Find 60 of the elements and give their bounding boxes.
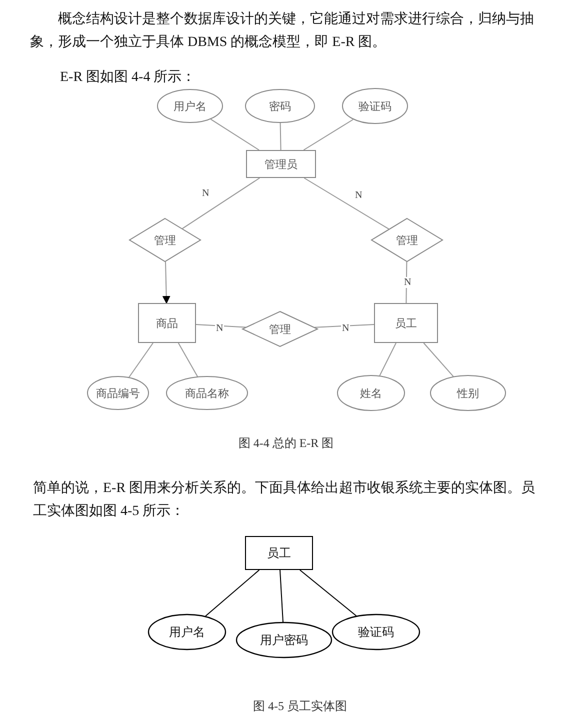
entity-box xyxy=(374,303,438,343)
relationship-diamond xyxy=(242,311,318,347)
relationship-name: 管理 xyxy=(269,322,291,336)
connector-line xyxy=(299,570,357,616)
attribute-name: 密码 xyxy=(269,100,291,114)
connector-line xyxy=(304,178,390,230)
entity-name: 员工 xyxy=(395,316,417,330)
attribute-ellipse xyxy=(148,614,226,650)
attribute-ellipse xyxy=(245,89,315,123)
entity-box xyxy=(246,150,316,178)
edge-label: N xyxy=(354,190,364,201)
connector-line xyxy=(280,570,284,622)
attribute-ellipse xyxy=(430,375,506,411)
arrow xyxy=(162,261,170,304)
attribute-name: 姓名 xyxy=(360,386,382,400)
attribute-ellipse xyxy=(157,89,223,123)
connector-line xyxy=(303,119,354,150)
entity-name: 管理员 xyxy=(264,158,298,172)
connector-line xyxy=(178,342,198,377)
connector-line xyxy=(280,122,282,150)
connector-line xyxy=(210,118,260,150)
entity-box xyxy=(245,536,313,570)
connector-line xyxy=(379,342,396,376)
connector-line xyxy=(182,178,260,230)
attribute-name: 验证码 xyxy=(358,624,394,640)
figure-caption: 图 4-4 总的 E-R 图 xyxy=(238,435,334,452)
relationship-name: 管理 xyxy=(396,234,418,248)
attribute-name: 用户名 xyxy=(169,624,205,640)
attribute-ellipse xyxy=(87,376,149,410)
attribute-name: 商品名称 xyxy=(185,386,229,400)
entity-box xyxy=(138,303,196,343)
edge-label: N xyxy=(201,188,210,199)
attribute-name: 用户密码 xyxy=(260,632,308,648)
paragraph: 概念结构设计是整个数据库设计的关键，它能通过对需求进行综合，归纳与抽象，形成一个独立于具体 DBMS 的概念模型，即 E-R 图。 xyxy=(30,10,535,52)
connector-line xyxy=(196,324,246,328)
connector-line xyxy=(423,342,454,377)
edge-label: N xyxy=(341,323,350,334)
paragraph: E-R 图如图 4-4 所示： xyxy=(60,68,197,87)
attribute-name: 性别 xyxy=(457,386,479,400)
attribute-name: 用户名 xyxy=(174,100,206,114)
attribute-ellipse xyxy=(332,614,420,650)
connector-line xyxy=(205,570,260,617)
relationship-name: 管理 xyxy=(154,234,176,248)
attribute-ellipse xyxy=(342,88,408,124)
entity-name: 员工 xyxy=(267,544,291,562)
relationship-diamond xyxy=(129,218,201,262)
attribute-ellipse xyxy=(236,622,332,658)
attribute-ellipse xyxy=(166,376,248,410)
attribute-name: 商品编号 xyxy=(96,386,140,400)
connector-line xyxy=(128,342,154,378)
attribute-ellipse xyxy=(337,375,405,411)
paragraph: 简单的说，E-R 图用来分析关系的。下面具体给出超市收银系统主要的实体图。员工实体图如图 4-5 所示： xyxy=(33,479,536,521)
edge-label: N xyxy=(215,323,224,334)
connector-line xyxy=(406,261,408,304)
relationship-diamond xyxy=(371,218,443,262)
entity-name: 商品 xyxy=(156,316,178,330)
figure-caption: 图 4-5 员工实体图 xyxy=(253,698,347,715)
attribute-name: 验证码 xyxy=(358,100,392,114)
edge-label: N xyxy=(403,277,412,288)
connector-line xyxy=(314,324,374,328)
